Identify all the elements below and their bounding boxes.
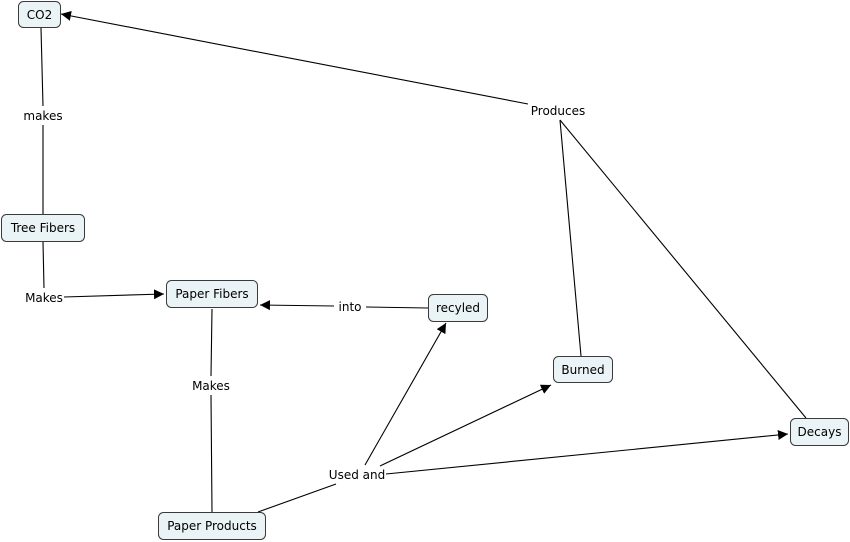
concept-paper-fibers[interactable]: Paper Fibers [166,280,258,308]
connector-produces-co2-arrow [60,10,529,105]
connector-paperproducts-usedand [257,483,337,513]
concept-co2-label: CO2 [27,8,52,22]
link-makes-co2: makes [23,109,62,123]
connector-decays-produces [559,119,807,419]
concept-paper-fibers-box [166,280,258,308]
concept-recyled[interactable]: recyled [428,294,488,322]
concept-decays-label: Decays [798,425,842,439]
connector-usedand-burned-arrow [379,384,552,467]
concept-recyled-label: recyled [436,301,480,315]
concept-co2[interactable]: CO2 [18,1,61,28]
link-produces: Produces [531,104,586,118]
concept-decays-box [790,418,849,446]
link-makes-products: Makes [192,379,230,393]
concept-burned[interactable]: Burned [553,356,613,383]
connector-into-paperfibers-arrow [259,300,335,311]
concept-burned-label: Burned [561,363,604,377]
concept-co2-box [18,1,61,28]
concept-paper-products-box [158,512,266,540]
concept-burned-box [553,356,613,383]
connector-usedand-decays-arrow [385,430,789,475]
link-labels: makes Makes into Makes Produces Used and [23,104,585,482]
concept-tree-fibers[interactable]: Tree Fibers [1,214,85,242]
concept-tree-fibers-box [1,214,85,242]
connector-usedand-recyled-arrow [364,322,447,466]
connector-makes-paperfibers-arrow [63,289,165,300]
concept-paper-fibers-label: Paper Fibers [175,287,248,301]
link-makes-fibers: Makes [25,291,63,305]
connector-treefibers-makes [42,241,45,289]
connectors [40,10,807,513]
connector-burned-produces [559,119,582,357]
concept-paper-products-label: Paper Products [167,519,257,533]
link-into: into [339,300,362,314]
concept-tree-fibers-label: Tree Fibers [10,221,75,235]
connector-co2-makes [40,27,44,107]
connector-recyled-into [365,306,429,309]
connector-paperfibers-makes [210,308,213,377]
link-used-and: Used and [329,468,385,482]
concept-paper-products[interactable]: Paper Products [158,512,266,540]
concept-decays[interactable]: Decays [790,418,849,446]
concept-recyled-box [428,294,488,322]
connector-makes-paperproducts [210,394,213,513]
